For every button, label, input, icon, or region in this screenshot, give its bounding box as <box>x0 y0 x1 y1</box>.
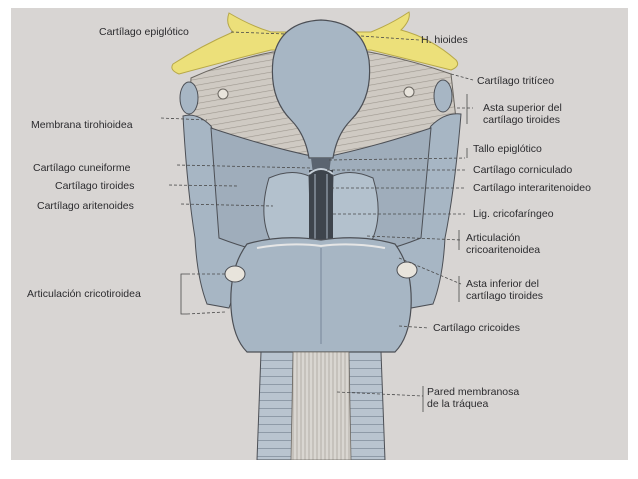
larynx-illustration <box>160 11 474 460</box>
label-pared-membranosa: Pared membranosa de la tráquea <box>427 386 520 410</box>
label-cartilago-interaritenoideo: Cartílago interaritenoideo <box>473 182 591 194</box>
label-cartilago-aritenoides: Cartílago aritenoides <box>37 200 134 212</box>
trachea-membranous-wall <box>290 351 352 460</box>
label-h-hioides: H. hioides <box>421 34 468 46</box>
label-cartilago-tiroides: Cartílago tiroides <box>55 180 135 192</box>
label-cartilago-cricoides: Cartílago cricoides <box>433 322 520 334</box>
label-membrana-tirohioidea: Membrana tirohioidea <box>31 119 133 131</box>
triticeous-right <box>433 79 453 113</box>
label-articulacion-cricoaritenoidea: Articulación cricoaritenoidea <box>466 232 541 256</box>
label-cartilago-cuneiforme: Cartílago cuneiforme <box>33 162 131 174</box>
label-asta-superior: Asta superior del cartílago tiroides <box>483 102 562 126</box>
label-articulacion-cricotiroidea: Articulación cricotiroidea <box>27 288 141 300</box>
cricothyroid-joint-left <box>224 265 246 283</box>
label-cartilago-triticeo: Cartílago tritíceo <box>477 75 555 87</box>
label-cartilago-epiglotico: Cartílago epiglótico <box>99 26 189 38</box>
cricothyroid-bracket <box>180 94 468 412</box>
figure-page: Cartílago epiglótico H. hioides Cartílag… <box>11 8 628 460</box>
label-asta-inferior: Asta inferior del cartílago tiroides <box>466 278 544 302</box>
leader-lines <box>160 31 474 397</box>
label-cartilago-corniculado: Cartílago corniculado <box>473 164 573 176</box>
label-tallo-epiglotico: Tallo epiglótico <box>473 143 542 155</box>
triticeous-left <box>179 81 199 115</box>
interarytenoid <box>309 170 333 244</box>
label-lig-cricofaringeo: Lig. cricofaríngeo <box>473 208 554 220</box>
